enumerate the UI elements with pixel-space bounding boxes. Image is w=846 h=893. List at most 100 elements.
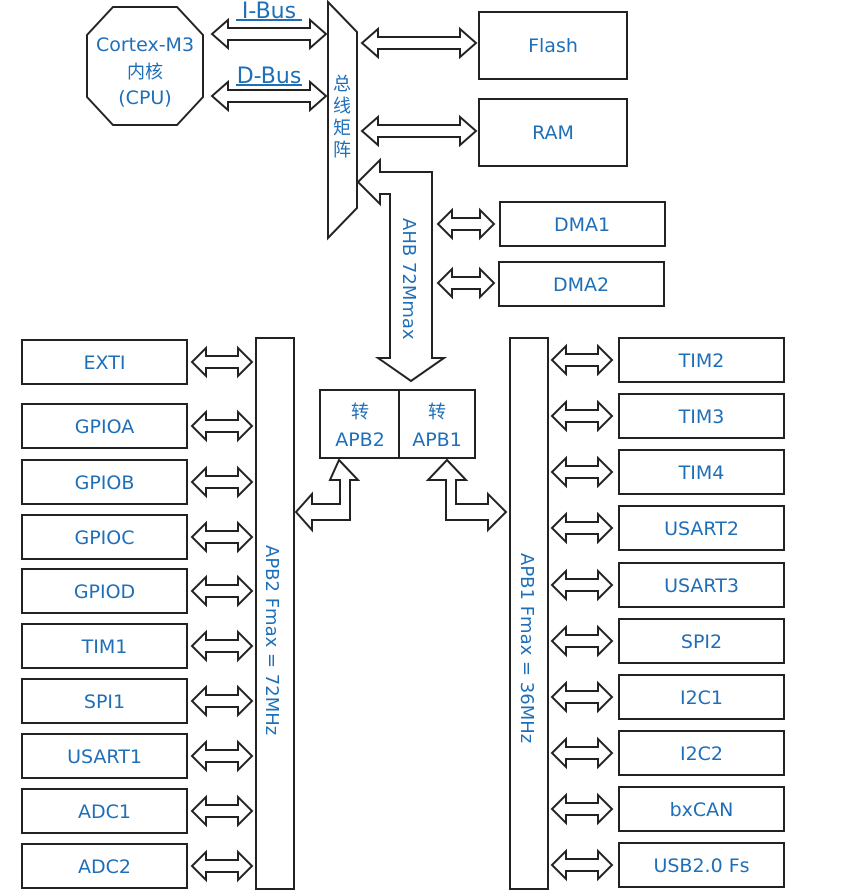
apb2-peripheral-label: GPIOA <box>75 416 134 438</box>
ram-label: RAM <box>532 122 574 144</box>
apb2-peripheral-link-arrow <box>190 574 254 608</box>
apb2-peripheral-box <box>21 733 188 779</box>
apb2-peripheral-label: GPIOC <box>74 527 134 549</box>
apb1-bridge-top: 转 <box>428 402 446 423</box>
apb1-peripheral-label: I2C1 <box>680 687 723 709</box>
apb1-peripheral-link-arrow <box>550 736 614 770</box>
apb1-peripheral-box <box>618 842 785 888</box>
apb2-peripheral-label: ADC2 <box>78 856 131 878</box>
apb2-peripheral-item: EXTI <box>21 339 254 385</box>
apb1-peripheral-label: TIM2 <box>678 350 725 372</box>
ram-link-arrow <box>360 114 478 148</box>
apb1-peripheral-item: USART2 <box>550 505 785 551</box>
apb1-peripheral-box <box>618 505 785 551</box>
apb1-peripheral-link-arrow <box>550 455 614 489</box>
apb1-peripheral-box <box>618 618 785 664</box>
apb1-peripheral-box <box>618 449 785 495</box>
cpu-core-cn: 内核 <box>127 62 163 83</box>
apb1-peripheral-box <box>618 786 785 832</box>
apb2-peripheral-link-arrow <box>190 794 254 828</box>
bus-matrix: 总 线 矩 阵 <box>327 0 358 241</box>
apb1-peripheral-link-arrow <box>550 568 614 602</box>
apb1-peripheral-label: TIM3 <box>678 406 725 428</box>
apb1-peripheral-item: bxCAN <box>550 786 785 832</box>
apb2-peripheral-label: TIM1 <box>81 636 128 658</box>
apb2-bus-label: APB2 Fmax = 72MHz <box>261 545 282 735</box>
apb1-peripheral-box <box>618 393 785 439</box>
ram-block: RAM <box>478 98 628 167</box>
apb2-peripheral-link-arrow <box>190 465 254 499</box>
cpu-core-cpu: (CPU) <box>118 87 171 109</box>
flash-block: Flash <box>478 11 628 80</box>
apb1-peripheral-item: TIM2 <box>550 337 785 383</box>
apb2-peripheral-label: SPI1 <box>84 691 125 713</box>
apb2-peripheral-label: ADC1 <box>78 801 131 823</box>
apb1-peripheral-label: SPI2 <box>681 631 722 653</box>
apb2-peripheral-link-arrow <box>190 739 254 773</box>
apb1-peripheral-label: bxCAN <box>670 799 734 821</box>
apb1-peripheral-item: TIM4 <box>550 449 785 495</box>
apb2-peripheral-box <box>21 403 188 449</box>
apb1-peripheral-link-arrow <box>550 680 614 714</box>
ahb-label: AHB 72Mmax <box>398 218 419 340</box>
apb1-peripheral-link-arrow <box>550 792 614 826</box>
apb2-peripheral-item: GPIOC <box>21 514 254 560</box>
apb2-peripheral-box <box>21 339 188 385</box>
dma1-link-arrow <box>436 207 496 241</box>
apb2-peripheral-box <box>21 568 188 614</box>
apb1-peripheral-label: I2C2 <box>680 743 723 765</box>
apb2-bridge: 转 APB2 <box>319 389 400 459</box>
apb1-peripheral-item: I2C2 <box>550 730 785 776</box>
matrix-char-3: 矩 <box>333 118 351 139</box>
apb2-peripheral-link-arrow <box>190 684 254 718</box>
apb1-peripheral-box <box>618 562 785 608</box>
apb2-peripheral-link-arrow <box>190 629 254 663</box>
apb2-peripheral-link-arrow <box>190 409 254 443</box>
apb1-peripheral-box <box>618 730 785 776</box>
apb1-peripheral-label: USART3 <box>664 575 739 597</box>
apb1-bridge-label: APB1 <box>412 429 462 451</box>
apb2-peripheral-item: ADC1 <box>21 788 254 834</box>
apb1-peripheral-label: TIM4 <box>678 462 725 484</box>
matrix-char-4: 阵 <box>333 140 351 161</box>
dbus-arrow: D-Bus <box>210 64 328 113</box>
apb1-bus: APB1 Fmax = 36MHz <box>509 337 549 890</box>
apb1-peripheral-item: TIM3 <box>550 393 785 439</box>
apb2-peripheral-label: GPIOD <box>74 581 135 603</box>
apb1-peripheral-box <box>618 674 785 720</box>
apb2-peripheral-item: SPI1 <box>21 678 254 724</box>
dma1-label: DMA1 <box>554 214 610 236</box>
apb2-peripheral-item: ADC2 <box>21 843 254 889</box>
apb2-peripheral-item: USART1 <box>21 733 254 779</box>
ibus-arrow: I-Bus <box>210 0 328 51</box>
apb2-peripheral-list: EXTI GPIOA GPIOB GPIOC GPIOD TIM1SPI1USART1AD… <box>21 339 254 889</box>
apb1-peripheral-link-arrow <box>550 399 614 433</box>
apb2-peripheral-item: GPIOB <box>21 459 254 505</box>
apb2-bridge-label: APB2 <box>335 429 385 451</box>
apb2-peripheral-item: GPIOA <box>21 403 254 449</box>
ahb-bus-arrow: AHB 72Mmax <box>356 157 448 383</box>
apb2-peripheral-box <box>21 788 188 834</box>
apb2-peripheral-link-arrow <box>190 520 254 554</box>
cpu-core: Cortex-M3 内核 (CPU) <box>86 6 204 126</box>
apb1-bus-label: APB1 Fmax = 36MHz <box>516 553 537 743</box>
apb2-peripheral-label: USART1 <box>67 746 142 768</box>
apb2-bridge-link-arrow <box>294 458 361 533</box>
apb1-bridge: 转 APB1 <box>398 389 476 459</box>
apb2-peripheral-label: EXTI <box>84 352 126 374</box>
apb1-bridge-link-arrow <box>425 458 508 533</box>
apb2-peripheral-box <box>21 514 188 560</box>
apb2-peripheral-box <box>21 843 188 889</box>
dma1-block: DMA1 <box>499 201 666 247</box>
apb2-peripheral-link-arrow <box>190 849 254 883</box>
apb1-peripheral-item: USART3 <box>550 562 785 608</box>
apb2-peripheral-link-arrow <box>190 345 254 379</box>
apb2-bus: APB2 Fmax = 72MHz <box>255 337 295 890</box>
flash-label: Flash <box>528 35 578 57</box>
apb1-peripheral-link-arrow <box>550 624 614 658</box>
matrix-char-2: 线 <box>333 96 351 117</box>
dma2-block: DMA2 <box>498 261 665 307</box>
